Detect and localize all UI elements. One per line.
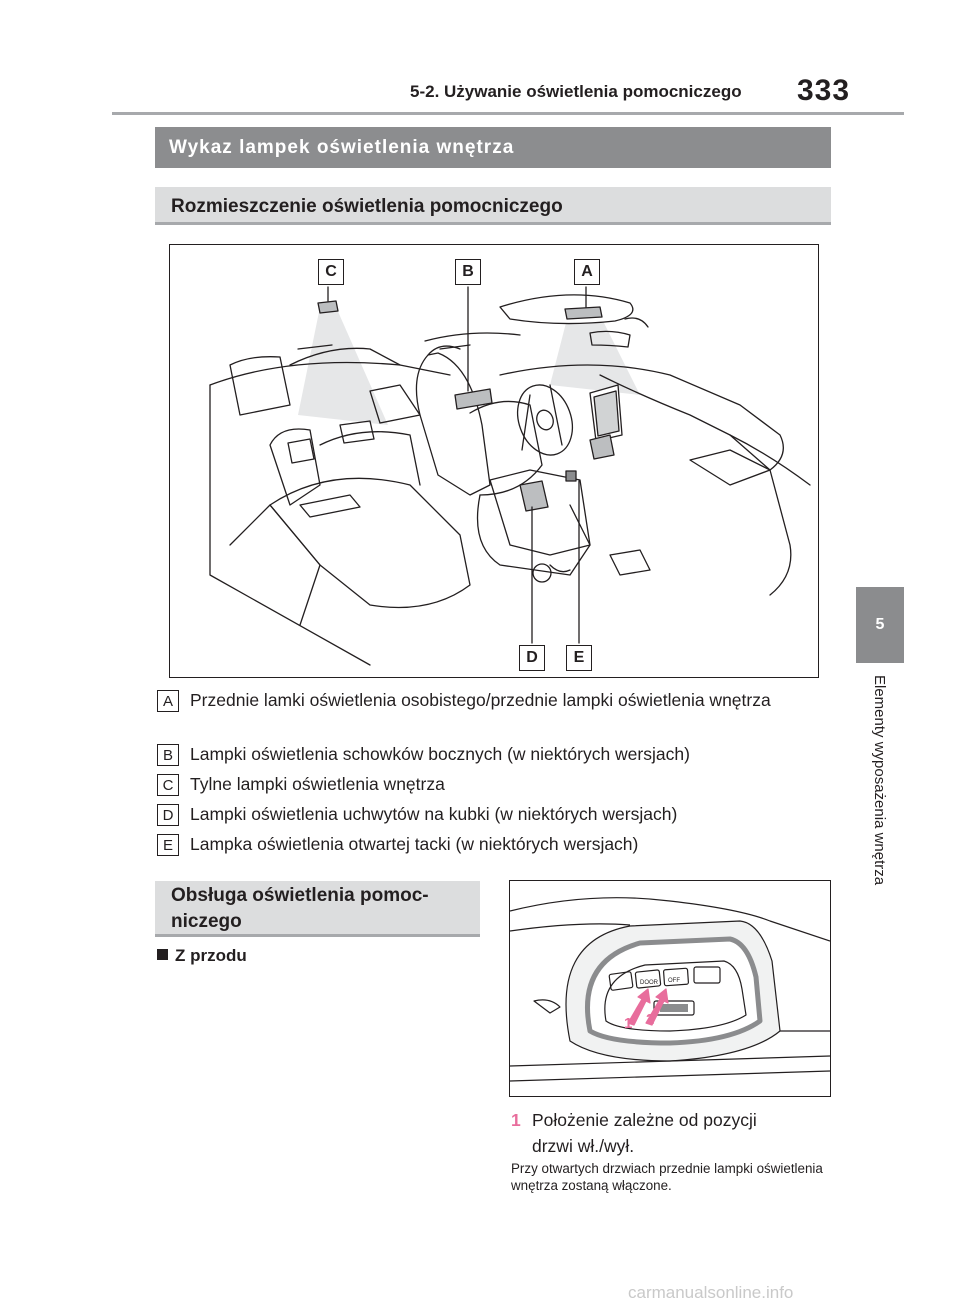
legend-text: Lampki oświetlenia uchwytów na kubki (w … — [190, 804, 678, 824]
legend-key-a: A — [157, 690, 179, 712]
chapter-side-title: Elementy wyposażenia wnętrza — [860, 675, 900, 935]
legend-text: Tylne lampki oświetlenia wnętrza — [190, 774, 445, 794]
door-button-label: DOOR — [640, 980, 658, 986]
operation-title-bar: Obsługa oświetlenia pomoc- niczego — [155, 881, 480, 937]
step-text: Położenie zależne od pozycji drzwi wł./w… — [532, 1110, 757, 1156]
bullet-heading: Z przodu — [157, 946, 247, 966]
callout-b: B — [455, 259, 481, 285]
callout-c: C — [318, 259, 344, 285]
interior-lights-figure: C B A D E — [169, 244, 819, 678]
legend-text: Przednie lamki oświetlenia osobistego/pr… — [190, 690, 771, 710]
running-header-title: 5-2. Używanie oświetlenia pomocniczego — [410, 82, 742, 101]
section-title-bar: Wykaz lampek oświetlenia wnętrza — [155, 127, 831, 168]
legend-key-e: E — [157, 834, 179, 856]
step-note: Przy otwartych drzwiach przednie lampki … — [511, 1161, 823, 1193]
operation-title-line2: niczego — [171, 911, 242, 932]
legend-text: Lampka oświetlenia otwartej tacki (w nie… — [190, 834, 639, 854]
legend-key-c: C — [157, 774, 179, 796]
chapter-tab: 5 — [856, 587, 904, 663]
legend-item: C Tylne lampki oświetlenia wnętrza — [157, 772, 817, 797]
bullet-heading-text: Z przodu — [175, 946, 247, 965]
callout-d: D — [519, 645, 545, 671]
operation-title-line1: Obsługa oświetlenia pomoc- — [171, 885, 429, 906]
legend-item: E Lampka oświetlenia otwartej tacki (w n… — [157, 832, 817, 857]
legend-item: A Przednie lamki oświetlenia osobistego/… — [157, 688, 817, 713]
front-console-figure: DOOR OFF 1 2 — [509, 880, 831, 1097]
step-number: 1 — [511, 1110, 521, 1130]
legend-item: D Lampki oświetlenia uchwytów na kubki (… — [157, 802, 817, 827]
bullet-square-icon — [157, 949, 168, 960]
car-interior-illustration — [209, 286, 811, 666]
callout-a: A — [574, 259, 600, 285]
step-item: 1 Położenie zależne od pozycji drzwi wł.… — [511, 1107, 831, 1159]
page-number: 333 — [797, 74, 851, 107]
header-rule — [112, 112, 904, 115]
subsection-title-bar: Rozmieszczenie oświetlenia pomocniczego — [155, 187, 831, 225]
overhead-console-illustration — [510, 897, 830, 1082]
watermark: carmanualsonline.info — [628, 1283, 794, 1302]
step-marker-2: 2 — [646, 1011, 655, 1028]
callout-e: E — [566, 645, 592, 671]
legend-key-d: D — [157, 804, 179, 826]
off-button-label: OFF — [668, 978, 680, 984]
legend-item: B Lampki oświetlenia schowków bocznych (… — [157, 742, 817, 767]
legend-key-b: B — [157, 744, 179, 766]
step-marker-1: 1 — [624, 1015, 633, 1032]
legend-text: Lampki oświetlenia schowków bocznych (w … — [190, 744, 690, 764]
chapter-number: 5 — [875, 616, 885, 633]
chapter-title-text: Elementy wyposażenia wnętrza — [871, 675, 888, 886]
